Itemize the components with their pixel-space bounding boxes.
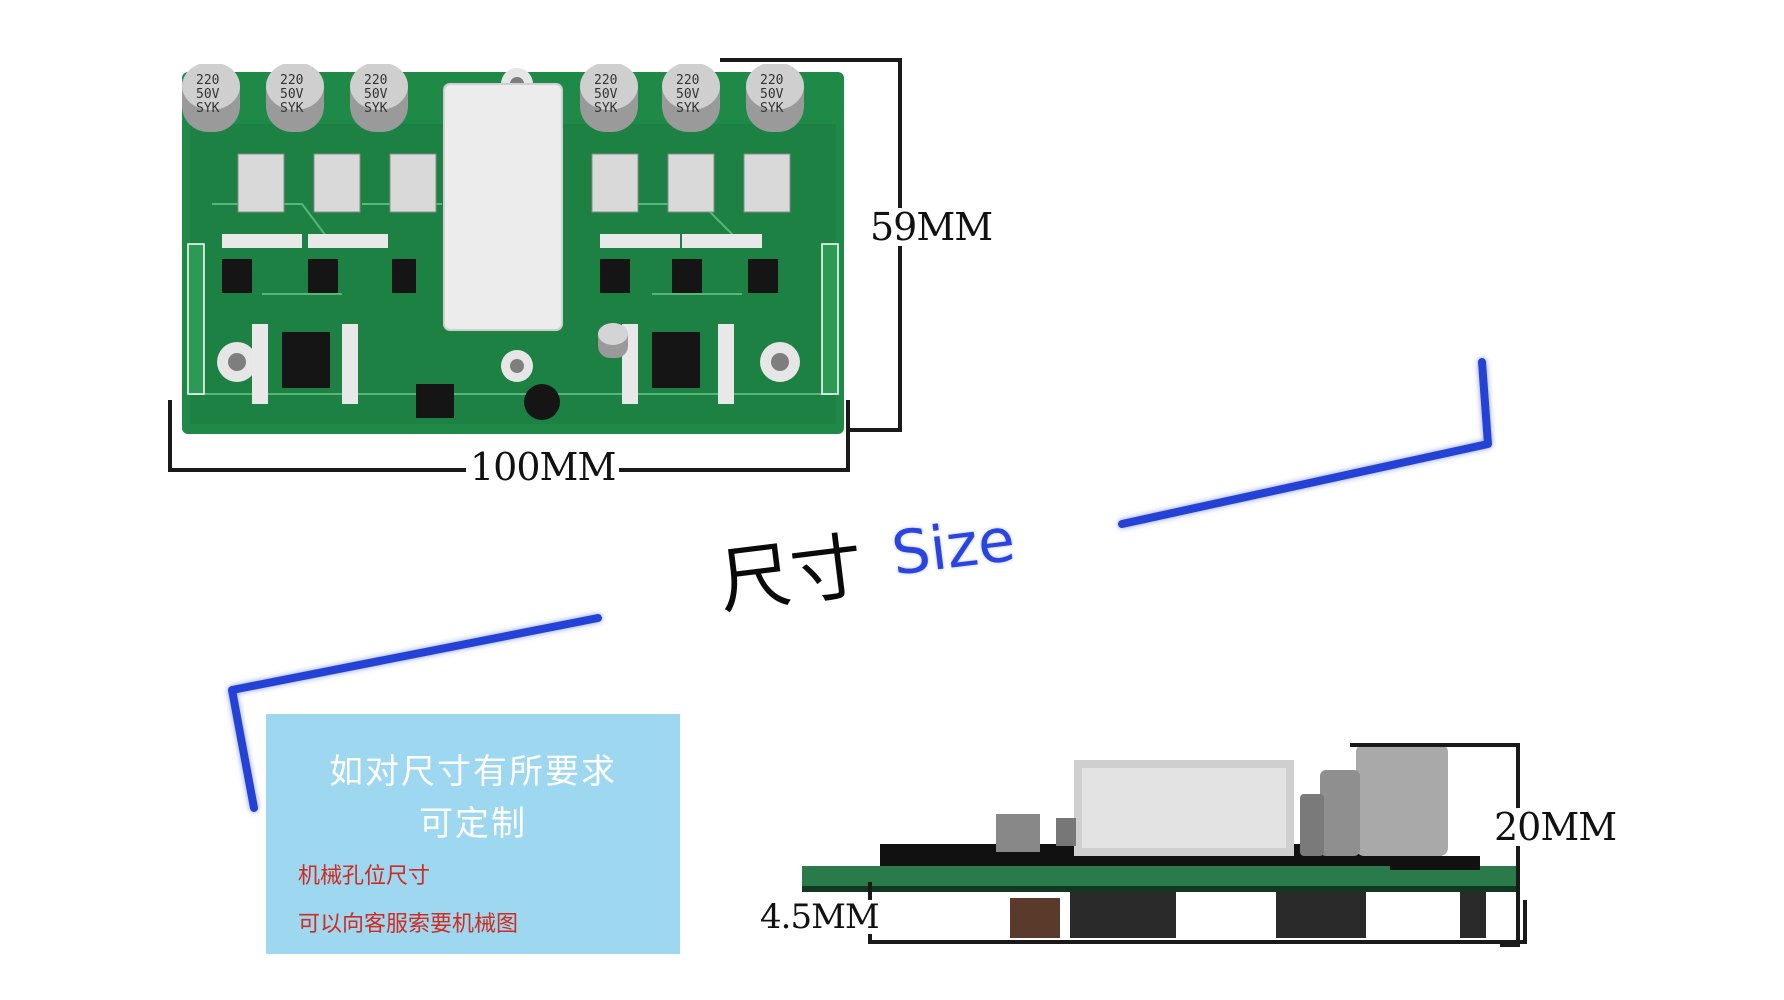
pcb-edge	[802, 866, 1518, 886]
dimension-label-width: 100MM	[466, 448, 620, 486]
info-contact-service-text: 可以向客服索要机械图	[298, 912, 519, 937]
mosfet-row	[237, 153, 791, 213]
cap-brand: SYK	[364, 101, 388, 116]
small-capacitor	[598, 323, 628, 358]
dimension-bracket-offset	[868, 882, 1527, 944]
cap-brand: SYK	[676, 101, 700, 116]
info-mounting-hole-text: 机械孔位尺寸	[298, 864, 431, 889]
heatsink-legs	[1010, 886, 1486, 938]
cap-brand: SYK	[280, 101, 304, 116]
cap-value: 220	[676, 73, 699, 88]
pcb-top-view: 220 50V SYK 220 50V SYK 220 50V SYK 220 …	[182, 62, 844, 434]
cap-voltage: 50V	[760, 87, 784, 102]
cap-value: 220	[594, 73, 617, 88]
electrolytic-capacitors	[182, 62, 804, 132]
cap-voltage: 50V	[676, 87, 700, 102]
pcb-side-drawing	[802, 744, 1518, 938]
cap-value: 220	[280, 73, 303, 88]
pcb-side-view	[800, 740, 1520, 950]
smd-components	[222, 234, 762, 404]
cap-value: 220	[760, 73, 783, 88]
pin-headers	[187, 243, 839, 395]
mounting-holes	[217, 68, 800, 382]
cap-voltage: 50V	[594, 87, 618, 102]
side-components	[880, 744, 1480, 870]
dimension-label-height: 59MM	[870, 205, 993, 249]
capacitor-markings: 220 50V SYK 220 50V SYK 220 50V SYK 220 …	[196, 73, 784, 116]
cap-value: 220	[196, 73, 219, 88]
title-english: Size	[888, 504, 1019, 590]
white-connector-block	[443, 83, 563, 331]
pcb-top-drawing: 220 50V SYK 220 50V SYK 220 50V SYK 220 …	[182, 62, 844, 434]
cap-brand: SYK	[594, 101, 618, 116]
info-customize-text: 如对尺寸有所要求	[329, 752, 617, 792]
dimension-label-side-height: 20MM	[1494, 805, 1617, 849]
cap-value: 220	[364, 73, 387, 88]
driver-ics	[222, 259, 778, 420]
customization-info-box: 如对尺寸有所要求 可定制 机械孔位尺寸 可以向客服索要机械图	[266, 714, 680, 954]
dimension-label-offset: 4.5MM	[760, 897, 880, 937]
cap-voltage: 50V	[280, 87, 304, 102]
info-custom-made-text: 可定制	[419, 804, 527, 844]
cap-voltage: 50V	[196, 87, 220, 102]
cap-voltage: 50V	[364, 87, 388, 102]
title-chinese: 尺寸	[714, 523, 868, 625]
cap-brand: SYK	[760, 101, 784, 116]
cap-brand: SYK	[196, 101, 220, 116]
